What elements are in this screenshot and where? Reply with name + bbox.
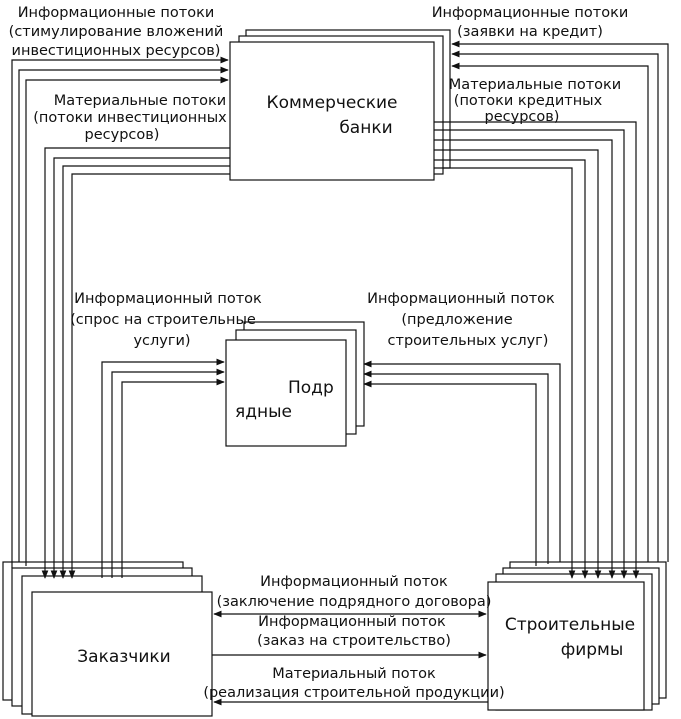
firms-to-contractors-arrows xyxy=(363,360,561,566)
label-line: Информационный поток xyxy=(260,574,448,590)
label-mat-invest: Материальные потоки (потоки инвестиционн… xyxy=(33,93,227,143)
contractors-title-line2: ядные xyxy=(235,402,292,422)
flow-arrow xyxy=(363,360,561,562)
customers-title: Заказчики xyxy=(77,647,170,667)
label-line: Информационные потоки xyxy=(18,5,215,21)
label-line: Материальный поток xyxy=(272,666,436,682)
label-mat-realization: Материальный поток (реализация строитель… xyxy=(203,666,504,701)
flow-arrow xyxy=(434,167,576,579)
label-line: услуги) xyxy=(133,333,190,349)
customers-to-banks-arrows xyxy=(11,56,229,568)
label-line: инвестиционных ресурсов) xyxy=(12,43,221,59)
flow-arrow xyxy=(451,50,659,562)
contractors-node: Подр ядные xyxy=(225,321,365,447)
banks-title-line2: банки xyxy=(339,118,392,138)
label-line: Информационные потоки xyxy=(432,5,629,21)
banks-to-customers-arrows xyxy=(41,147,230,579)
label-line: (заявки на кредит) xyxy=(457,24,603,40)
label-line: (предложение xyxy=(401,312,512,328)
label-line: Информационный поток xyxy=(258,614,446,630)
contractors-title-line1: Подр xyxy=(288,378,334,398)
flow-arrow xyxy=(434,159,589,579)
label-line: Материальные потоки xyxy=(449,77,621,93)
flow-arrow xyxy=(11,56,229,568)
flow-arrow xyxy=(68,173,230,579)
label-line: (спрос на строительные xyxy=(70,312,256,328)
flow-arrow xyxy=(25,76,229,566)
label-info-invest: Информационные потоки (стимулирование вл… xyxy=(9,5,224,59)
label-mat-credit: Материальные потоки (потоки кредитных ре… xyxy=(449,77,621,125)
label-line: (стимулирование вложений xyxy=(9,24,224,40)
flow-arrow xyxy=(50,157,230,579)
label-line: (реализация строительной продукции) xyxy=(203,685,504,701)
flow-arrow xyxy=(363,370,549,564)
flow-arrow xyxy=(451,40,669,562)
flow-arrow xyxy=(451,62,649,562)
firms-title-line2: фирмы xyxy=(561,640,624,660)
label-line: (заключение подрядного договора) xyxy=(217,594,492,610)
label-info-contract: Информационный поток (заключение подрядн… xyxy=(217,574,492,610)
label-line: Материальные потоки xyxy=(54,93,226,109)
flow-arrow xyxy=(434,129,628,579)
flow-arrow xyxy=(59,165,230,579)
label-line: ресурсов) xyxy=(85,127,160,143)
customers-node: Заказчики xyxy=(2,561,213,717)
customers-firms-arrows xyxy=(212,610,488,706)
flow-arrow xyxy=(41,147,230,579)
label-line: (потоки инвестиционных xyxy=(33,110,227,126)
label-line: (заказ на строительство) xyxy=(257,633,451,649)
customers-to-contractors-arrows xyxy=(101,358,225,578)
label-info-demand: Информационный поток (спрос на строитель… xyxy=(70,291,262,349)
label-info-offer: Информационный поток (предложение строит… xyxy=(367,291,555,349)
label-line: строительных услуг) xyxy=(388,333,549,349)
banks-to-firms-arrows xyxy=(434,121,640,579)
banks-title-line1: Коммерческие xyxy=(267,93,398,113)
flow-arrow xyxy=(434,139,616,579)
label-line: Информационный поток xyxy=(367,291,555,307)
firms-title-line1: Строительные xyxy=(505,615,635,635)
label-line: ресурсов) xyxy=(485,109,560,125)
flow-arrow xyxy=(121,378,225,578)
flow-arrow xyxy=(111,368,225,578)
label-line: (потоки кредитных xyxy=(454,93,603,109)
flow-arrow xyxy=(101,358,225,578)
firms-to-banks-arrows xyxy=(451,40,669,562)
label-line: Информационный поток xyxy=(74,291,262,307)
label-info-order: Информационный поток (заказ на строитель… xyxy=(257,614,451,649)
flow-arrow xyxy=(18,66,229,562)
flow-arrow xyxy=(363,380,537,566)
construction-firms-node: Строительные фирмы xyxy=(487,561,667,711)
flow-arrow xyxy=(434,121,640,579)
banks-node: Коммерческие банки xyxy=(229,29,451,181)
label-info-credit: Информационные потоки (заявки на кредит) xyxy=(432,5,629,40)
flow-arrow xyxy=(434,149,602,579)
